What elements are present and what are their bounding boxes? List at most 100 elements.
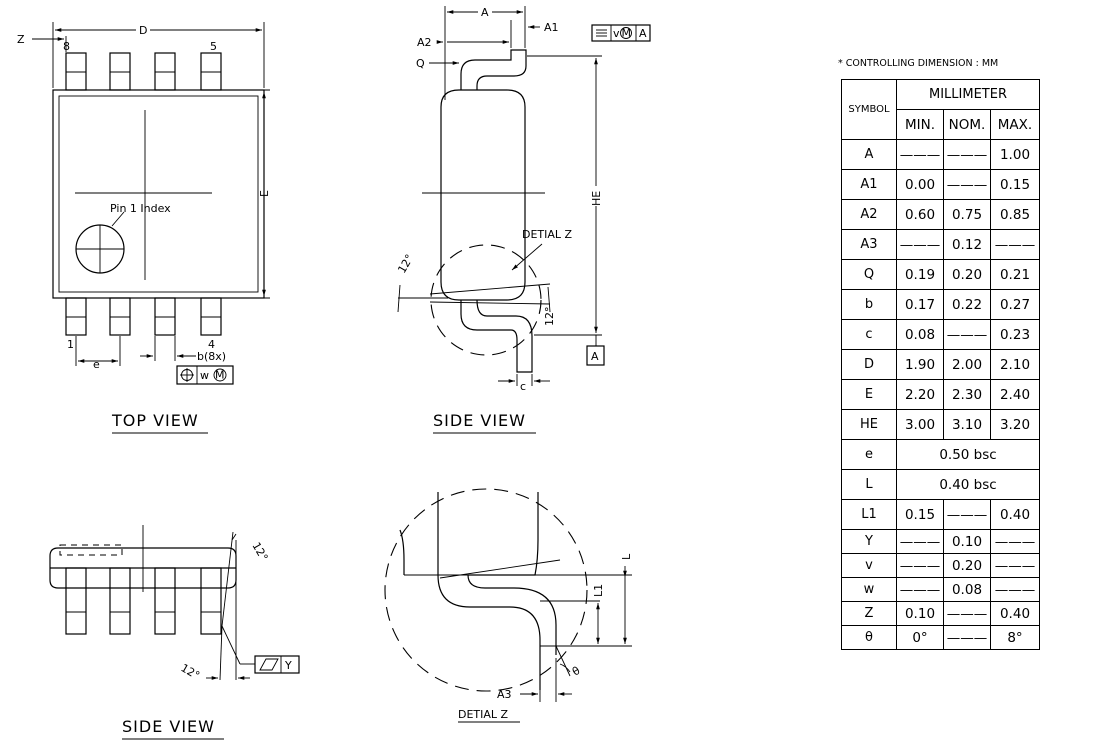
millimeter-header: MILLIMETER bbox=[896, 79, 1040, 110]
svg-text:Y: Y bbox=[284, 659, 292, 672]
dim-e-label: e bbox=[93, 358, 100, 371]
max-cell: 2.40 bbox=[990, 379, 1040, 410]
symbol-cell: D bbox=[841, 349, 897, 380]
controlling-dimension-note: * CONTROLLING DIMENSION : MM bbox=[838, 58, 999, 69]
table-row: A——————1.00 bbox=[841, 139, 1040, 170]
nom-cell: 0.12 bbox=[943, 229, 991, 260]
nom-cell: 0.20 bbox=[943, 259, 991, 290]
symbol-cell: v bbox=[841, 553, 897, 578]
symbol-cell: Q bbox=[841, 259, 897, 290]
max-cell: 0.85 bbox=[990, 199, 1040, 230]
svg-text:M: M bbox=[215, 369, 225, 382]
symbol-cell: A3 bbox=[841, 229, 897, 260]
symbol-cell: A2 bbox=[841, 199, 897, 230]
min-cell: 0.15 bbox=[896, 499, 944, 530]
dim-E-label: E bbox=[258, 190, 271, 197]
min-cell: 1.90 bbox=[896, 349, 944, 380]
symbol-cell: Y bbox=[841, 529, 897, 554]
datum-A-label: A bbox=[591, 350, 599, 363]
nom-cell: 3.10 bbox=[943, 409, 991, 440]
min-cell: ——— bbox=[896, 139, 944, 170]
table-row: w———0.08——— bbox=[841, 577, 1040, 602]
dim-A3-label: A3 bbox=[497, 688, 512, 701]
dim-Z-label: Z bbox=[17, 33, 25, 46]
dimension-table: SYMBOL MILLIMETER MIN. NOM. MAX. A——————… bbox=[841, 79, 1040, 650]
dim-D-label: D bbox=[139, 24, 147, 37]
nom-cell: ——— bbox=[943, 169, 991, 200]
angle-12-side2b: 12° bbox=[179, 661, 202, 682]
pin-1-label: 1 bbox=[67, 338, 74, 351]
max-cell: 2.10 bbox=[990, 349, 1040, 380]
min-header: MIN. bbox=[896, 109, 944, 140]
nom-cell: ——— bbox=[943, 601, 991, 626]
min-cell: 0.00 bbox=[896, 169, 944, 200]
symbol-cell: Z bbox=[841, 601, 897, 626]
top-leads bbox=[65, 52, 222, 91]
view-title-side-2: SIDE VIEW bbox=[122, 717, 215, 736]
symbol-cell: A bbox=[841, 139, 897, 170]
min-cell: 3.00 bbox=[896, 409, 944, 440]
datum-A-box bbox=[586, 345, 605, 366]
max-cell: ——— bbox=[990, 577, 1040, 602]
pin-4-label: 4 bbox=[208, 338, 215, 351]
nom-cell: 0.08 bbox=[943, 577, 991, 602]
pin1-index-label: Pin 1 Index bbox=[110, 202, 171, 215]
max-cell: 1.00 bbox=[990, 139, 1040, 170]
max-cell: 3.20 bbox=[990, 409, 1040, 440]
dim-L1-label: L1 bbox=[592, 584, 605, 597]
max-cell: 0.40 bbox=[990, 601, 1040, 626]
max-cell: 0.40 bbox=[990, 499, 1040, 530]
nom-cell: 0.22 bbox=[943, 289, 991, 320]
angle-12-side1a: 12° bbox=[395, 252, 416, 275]
view-title-top: TOP VIEW bbox=[111, 411, 199, 430]
max-cell: 0.23 bbox=[990, 319, 1040, 350]
table-row: Y———0.10——— bbox=[841, 529, 1040, 554]
symbol-cell: A1 bbox=[841, 169, 897, 200]
dim-A1-label: A1 bbox=[544, 21, 559, 34]
table-row: A3———0.12——— bbox=[841, 229, 1040, 260]
symbol-cell: L bbox=[841, 469, 897, 500]
min-cell: ——— bbox=[896, 529, 944, 554]
min-cell: 0.19 bbox=[896, 259, 944, 290]
dim-L-label: L bbox=[620, 553, 633, 560]
symbol-cell: E bbox=[841, 379, 897, 410]
symbol-cell: b bbox=[841, 289, 897, 320]
angle-12-side1b: 12° bbox=[543, 307, 556, 327]
angle-12-side2a: 12° bbox=[249, 540, 270, 563]
nom-cell: 0.75 bbox=[943, 199, 991, 230]
min-cell: 0.60 bbox=[896, 199, 944, 230]
top-view: Pin 1 Index 8 5 1 4 D Z E e b(8x) bbox=[17, 22, 271, 434]
dim-A2-label: A2 bbox=[417, 36, 432, 49]
max-cell: 0.21 bbox=[990, 259, 1040, 290]
svg-text:w: w bbox=[200, 369, 209, 382]
side-view-2: 12° 12° Y SIDE VIEW bbox=[49, 525, 300, 740]
detail-z-circle bbox=[384, 488, 588, 692]
symbol-cell: L1 bbox=[841, 499, 897, 530]
max-cell: 0.15 bbox=[990, 169, 1040, 200]
min-cell: 0.17 bbox=[896, 289, 944, 320]
min-cell: ——— bbox=[896, 577, 944, 602]
nom-cell: ——— bbox=[943, 139, 991, 170]
min-cell: 0° bbox=[896, 625, 944, 650]
nom-cell: ——— bbox=[943, 499, 991, 530]
detail-z-callout-circle bbox=[430, 244, 542, 356]
table-row: v———0.20——— bbox=[841, 553, 1040, 578]
value-cell: 0.40 bsc bbox=[896, 469, 1040, 500]
min-cell: 0.10 bbox=[896, 601, 944, 626]
symbol-cell: HE bbox=[841, 409, 897, 440]
nom-cell: 0.10 bbox=[943, 529, 991, 554]
detail-z-view: L L1 θ A3 DETIAL Z bbox=[384, 488, 633, 723]
dim-c-label: c bbox=[520, 380, 526, 393]
min-cell: ——— bbox=[896, 553, 944, 578]
dim-HE-label: HE bbox=[590, 191, 603, 206]
